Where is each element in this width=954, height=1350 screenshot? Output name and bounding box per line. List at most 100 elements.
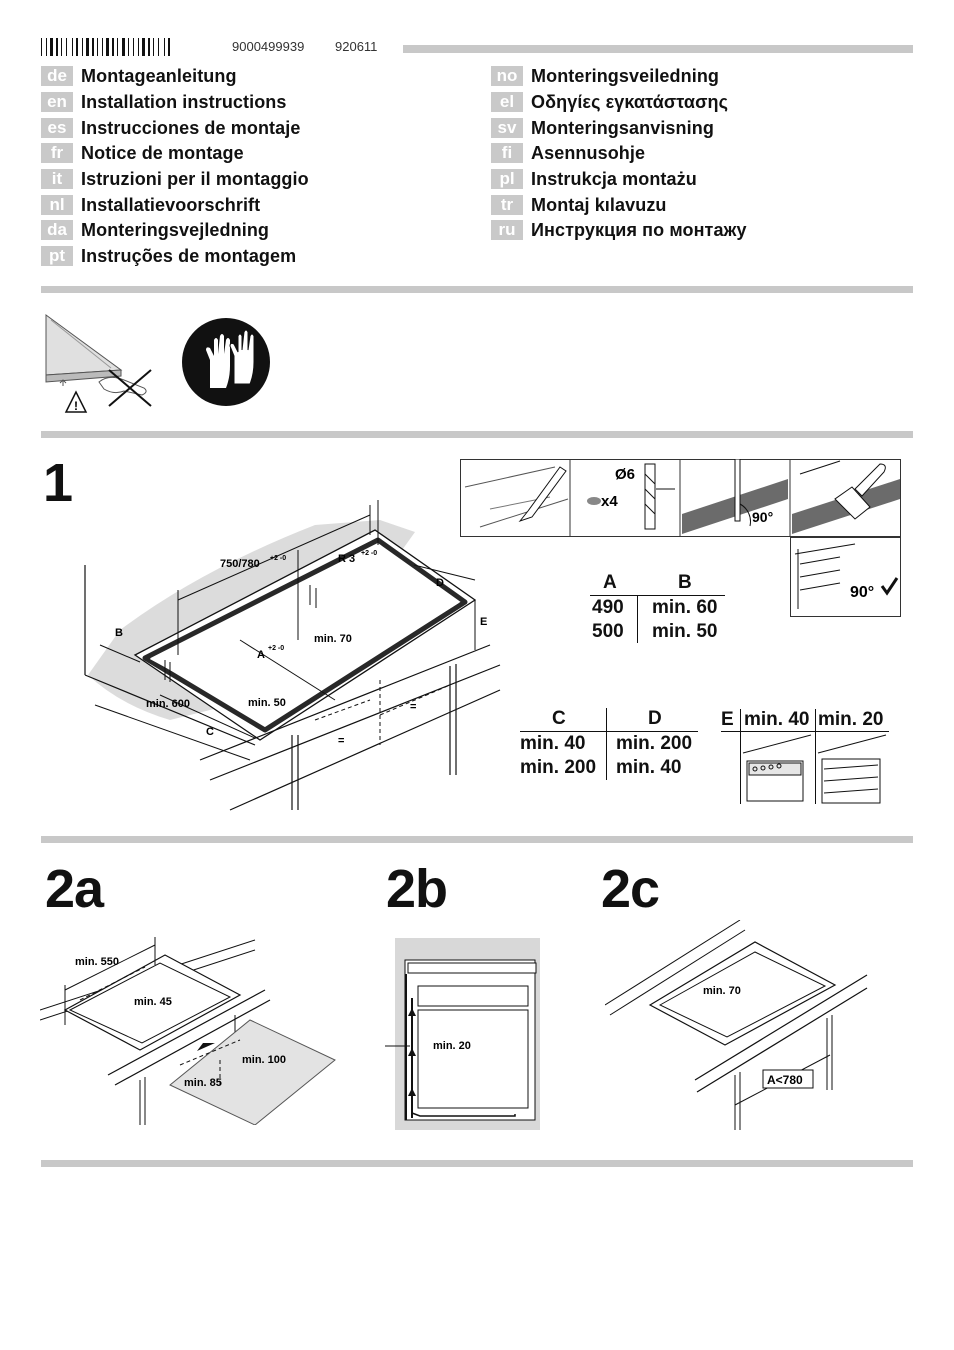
min-70-label: min. 70 — [703, 985, 741, 997]
dimension-a-label: A — [257, 649, 265, 661]
equal-sign: = — [410, 701, 416, 713]
table-e: E min. 40 min. 20 — [721, 709, 896, 809]
language-title: Οδηγίες εγκατάστασης — [531, 91, 729, 112]
fig-2b-diagram: min. 20 — [380, 938, 540, 1130]
width-dimension-label: 750/780 — [220, 558, 260, 570]
barcode-bar — [46, 38, 47, 56]
barcode-bar — [158, 38, 159, 56]
table-cell: min. 40 — [520, 733, 586, 754]
equal-sign: = — [338, 735, 344, 747]
language-code: da — [41, 220, 73, 240]
barcode-bar — [76, 38, 78, 56]
section-divider — [41, 836, 913, 843]
section-number-2c: 2c — [601, 859, 660, 919]
square-angle-label: 90° — [850, 584, 874, 601]
barcode-bar — [153, 38, 154, 56]
min-50-label: min. 50 — [248, 697, 286, 709]
language-item: da Monteringsvejledning — [41, 219, 269, 241]
table-header-e: E — [721, 709, 734, 730]
language-title: Installatievoorschrift — [81, 194, 261, 215]
hole-count-label: x4 — [601, 493, 618, 510]
language-code: no — [491, 66, 523, 86]
table-rule — [815, 709, 816, 804]
header-rule — [403, 45, 913, 53]
table-rule — [606, 708, 607, 780]
language-title: Monteringsanvisning — [531, 117, 714, 138]
barcode-bar — [56, 38, 58, 56]
language-code: sv — [491, 118, 523, 138]
language-title: Monteringsvejledning — [81, 219, 270, 240]
cutout-dimension-diagram: 750/780 +2 -0 R 3 +2 -0 D E B min. 70 A … — [80, 490, 510, 820]
language-title: Asennusohje — [531, 142, 646, 163]
language-title: Istruzioni per il montaggio — [81, 168, 309, 189]
language-item: tr Montaj kılavuzu — [491, 194, 667, 216]
table-cell: min. 20 — [818, 709, 884, 730]
radius-label: R 3 — [338, 553, 355, 565]
barcode-bar — [41, 38, 42, 56]
language-title: Instrukcja montażu — [531, 168, 697, 189]
width-tolerance: +2 -0 — [270, 555, 286, 562]
table-rule — [590, 595, 725, 596]
language-title: Monteringsveiledning — [531, 65, 720, 86]
language-code: tr — [491, 195, 523, 215]
document-number: 9000499939 — [232, 39, 305, 54]
table-header-d: D — [648, 708, 662, 729]
barcode-bar — [142, 38, 145, 56]
language-item: sv Monteringsanvisning — [491, 117, 714, 139]
sharp-edge-warning-icon: ! — [41, 310, 161, 420]
language-item: pt Instruções de montagem — [41, 245, 296, 267]
barcode-bar — [117, 38, 118, 56]
table-a-b: A B 490 min. 60 500 min. 50 — [590, 572, 730, 644]
language-title: Montaj kılavuzu — [531, 194, 667, 215]
language-code: pl — [491, 169, 523, 189]
language-title: Installation instructions — [81, 91, 287, 112]
min-45-label: min. 45 — [134, 996, 172, 1008]
dimension-c-label: C — [206, 726, 214, 738]
dimension-e-label: E — [480, 616, 487, 628]
barcode-bar — [97, 38, 98, 56]
barcode-bar — [128, 38, 129, 56]
barcode-bar — [112, 38, 114, 56]
table-cell: min. 50 — [652, 621, 718, 642]
table-cell: 490 — [592, 597, 624, 618]
language-code: fi — [491, 143, 523, 163]
barcode-bar — [122, 38, 125, 56]
a-tolerance: +2 -0 — [268, 645, 284, 652]
min-70-label: min. 70 — [314, 633, 352, 645]
dimension-d-label: D — [436, 577, 444, 589]
table-cell: min. 200 — [616, 733, 693, 754]
cut-angle-label: 90° — [752, 509, 773, 525]
svg-text:!: ! — [74, 399, 78, 413]
min-20-label: min. 20 — [433, 1040, 471, 1052]
section-divider — [41, 286, 913, 293]
language-code: pt — [41, 246, 73, 266]
language-code: it — [41, 169, 73, 189]
table-rule — [637, 595, 638, 643]
table-rule — [721, 731, 889, 732]
section-number-2a: 2a — [45, 859, 104, 919]
table-header-c: C — [552, 708, 566, 729]
language-title: Инструкция по монтажу — [531, 219, 747, 240]
barcode-bar — [92, 38, 94, 56]
barcode-bar — [106, 38, 109, 56]
barcode-bar — [86, 38, 89, 56]
radius-tolerance: +2 -0 — [361, 550, 377, 557]
language-code: nl — [41, 195, 73, 215]
language-title: Instruções de montagem — [81, 245, 297, 266]
language-title: Montageanleitung — [81, 65, 237, 86]
table-rule — [740, 709, 741, 804]
min-85-label: min. 85 — [184, 1077, 222, 1089]
language-item: pl Instrukcja montażu — [491, 168, 697, 190]
table-header-a: A — [603, 572, 617, 593]
table-rule — [520, 731, 698, 732]
barcode — [41, 38, 218, 56]
fig-2a-diagram: min. 550 min. 45 min. 100 min. 85 — [39, 935, 340, 1126]
drawer-cabinet-illustration — [816, 733, 890, 805]
language-item: fi Asennusohje — [491, 142, 645, 164]
language-code: es — [41, 118, 73, 138]
